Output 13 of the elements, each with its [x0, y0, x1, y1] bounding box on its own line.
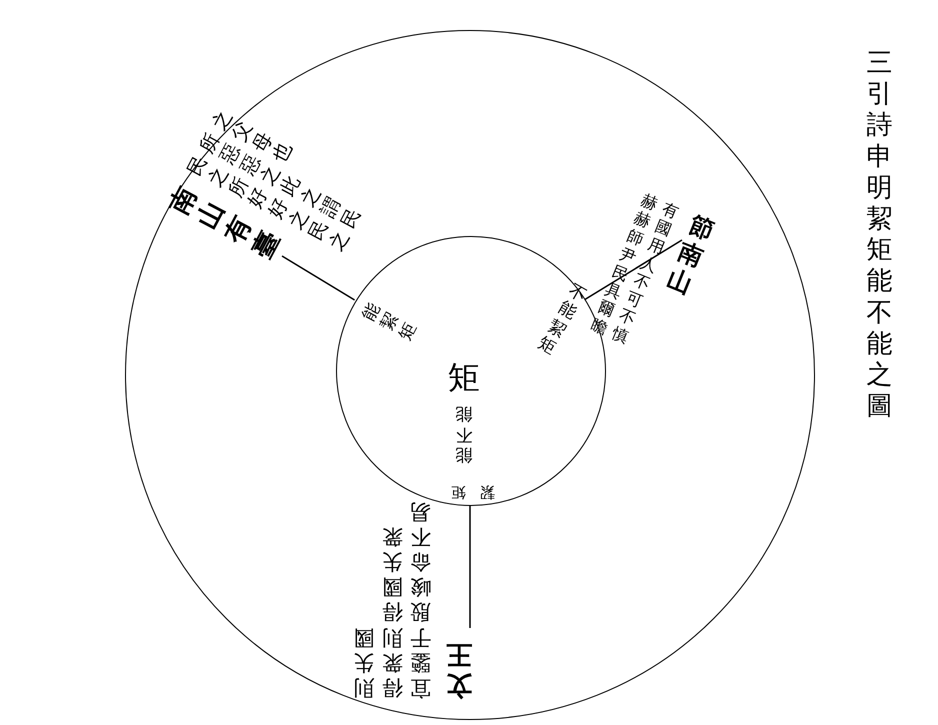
circle-label: 不能絜矩 — [534, 280, 590, 360]
circle-label: 能不能 — [455, 403, 473, 465]
sector-title: 文王 — [446, 638, 473, 700]
circle-label: 能絜矩 — [358, 300, 422, 344]
center-character: 矩 — [448, 360, 480, 396]
outer-circle — [125, 30, 815, 720]
quote-text: 宜鑒于殷峻命不易 — [410, 498, 432, 700]
connector-line — [469, 505, 471, 628]
diagram-title: 三引詩申明絜矩能不能之圖 — [866, 48, 894, 422]
connector-line — [584, 239, 682, 300]
quote-text: 得衆則得國失衆則失國 — [353, 524, 404, 700]
circle-label: 絜矩 — [437, 483, 495, 501]
connector-line — [282, 255, 355, 301]
